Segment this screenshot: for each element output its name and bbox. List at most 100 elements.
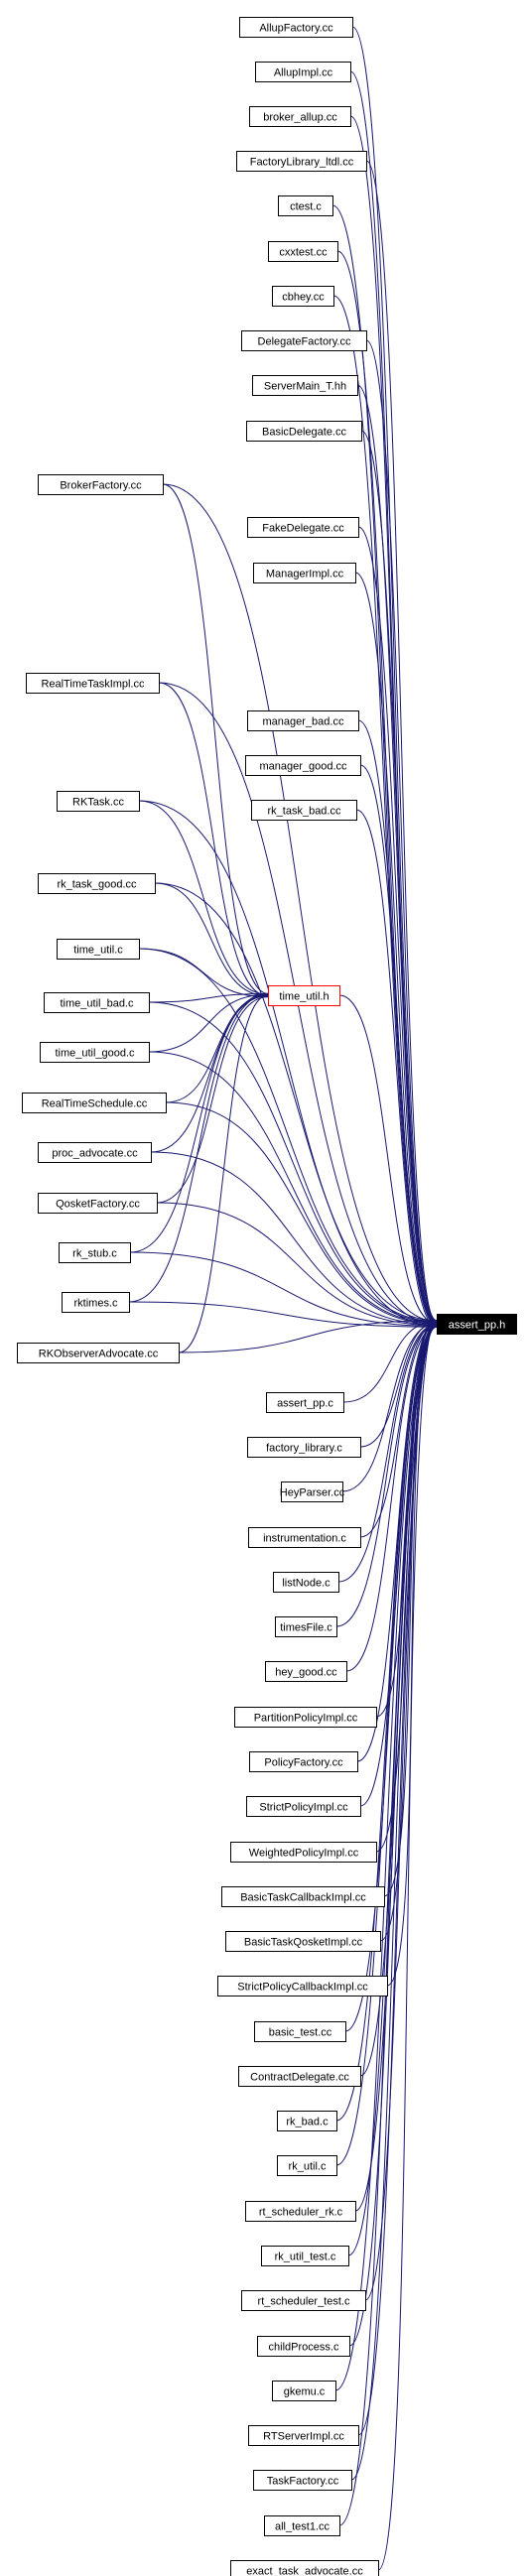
file-node-realtimeschedule-cc[interactable]: RealTimeSchedule.cc (22, 1093, 167, 1113)
file-node-qosketfactory-cc-label: QosketFactory.cc (56, 1199, 140, 1211)
file-node-managerimpl-cc[interactable]: ManagerImpl.cc (253, 563, 356, 583)
file-node-rk-task-bad-cc-box (251, 800, 357, 821)
file-node-allupimpl-cc[interactable]: AllupImpl.cc (255, 62, 351, 82)
file-node-rt-scheduler-test-c[interactable]: rt_scheduler_test.c (241, 2290, 366, 2311)
file-node-childprocess-c[interactable]: childProcess.c (257, 2336, 350, 2357)
file-node-rk-stub-c[interactable]: rk_stub.c (59, 1242, 131, 1263)
file-node-partitionpolicyimpl-cc[interactable]: PartitionPolicyImpl.cc (234, 1707, 377, 1728)
file-node-all-test1-cc[interactable]: all_test1.cc (264, 2515, 340, 2536)
file-node-listnode-c[interactable]: listNode.c (273, 1572, 339, 1593)
file-node-weightedpolicyimpl-cc[interactable]: WeightedPolicyImpl.cc (230, 1842, 377, 1863)
file-node-heyparser-cc[interactable]: HeyParser.cc (280, 1481, 345, 1502)
file-node-brokerfactory-cc-box (38, 474, 164, 495)
file-node-time-util-c[interactable]: time_util.c (57, 939, 140, 960)
file-node-time-util-bad-c-box (44, 992, 150, 1013)
file-node-basic-test-cc-label: basic_test.cc (269, 2027, 332, 2039)
time-util-h-node[interactable]: time_util.h (268, 985, 340, 1006)
file-node-factory-library-c[interactable]: factory_library.c (247, 1437, 361, 1458)
file-node-basictaskcallbackimpl-cc[interactable]: BasicTaskCallbackImpl.cc (221, 1886, 385, 1907)
file-node-contractdelegate-cc[interactable]: ContractDelegate.cc (238, 2066, 361, 2087)
file-node-rk-util-test-c[interactable]: rk_util_test.c (261, 2246, 349, 2266)
file-node-basicdelegate-cc-label: BasicDelegate.cc (262, 427, 346, 439)
file-node-rt-scheduler-rk-c[interactable]: rt_scheduler_rk.c (245, 2201, 356, 2222)
file-node-policyfactory-cc[interactable]: PolicyFactory.cc (249, 1751, 358, 1772)
file-node-factorylibrary-ltdl-cc[interactable]: FactoryLibrary_ltdl.cc (236, 151, 367, 172)
file-node-hey-good-cc[interactable]: hey_good.cc (265, 1661, 347, 1682)
file-node-factorylibrary-ltdl-cc-box (236, 151, 367, 172)
file-node-listnode-c-box (273, 1572, 339, 1593)
file-node-time-util-c-label: time_util.c (73, 945, 123, 957)
file-node-broker-allup-cc[interactable]: broker_allup.cc (249, 106, 351, 127)
file-node-rktask-cc[interactable]: RKTask.cc (57, 791, 140, 812)
file-node-realtimetaskimpl-cc[interactable]: RealTimeTaskImpl.cc (26, 673, 160, 694)
edge-to-assert-pp-h (351, 26, 438, 1322)
file-node-rk-stub-c-label: rk_stub.c (72, 1248, 117, 1260)
edge-to-time-util-h (128, 993, 269, 1303)
edge-to-assert-pp-h (348, 1323, 438, 2347)
file-node-basictaskcallbackimpl-cc-label: BasicTaskCallbackImpl.cc (240, 1892, 366, 1904)
file-node-strictpolicycallbackimpl-cc[interactable]: StrictPolicyCallbackImpl.cc (217, 1976, 388, 1996)
file-node-rk-task-good-cc-box (38, 873, 156, 894)
file-node-rtserverimpl-cc[interactable]: RTServerImpl.cc (248, 2425, 359, 2446)
file-node-cxxtest-cc[interactable]: cxxtest.cc (268, 241, 338, 262)
assert-pp-h-node[interactable]: assert_pp.h (437, 1314, 517, 1335)
file-node-strictpolicyimpl-cc-label: StrictPolicyImpl.cc (259, 1802, 348, 1814)
edge-to-assert-pp-h (365, 339, 438, 1327)
file-node-instrumentation-c[interactable]: instrumentation.c (248, 1527, 361, 1548)
file-node-basictaskqosketimpl-cc[interactable]: BasicTaskQosketImpl.cc (225, 1931, 381, 1952)
file-node-strictpolicyimpl-cc[interactable]: StrictPolicyImpl.cc (246, 1796, 361, 1817)
file-node-ctest-c-label: ctest.c (290, 201, 322, 213)
assert-pp-h-node-box (437, 1314, 517, 1335)
file-node-proc-advocate-cc[interactable]: proc_advocate.cc (38, 1142, 152, 1163)
file-node-proc-advocate-cc-box (38, 1142, 152, 1163)
file-node-exact-task-advocate-cc[interactable]: exact_task_advocate.cc (230, 2560, 379, 2576)
file-node-policyfactory-cc-box (249, 1751, 358, 1772)
file-node-rk-task-bad-cc[interactable]: rk_task_bad.cc (251, 800, 357, 821)
edge-to-assert-pp-h (178, 1320, 438, 1353)
edge-to-time-util-h (162, 483, 269, 994)
file-node-rk-task-good-cc[interactable]: rk_task_good.cc (38, 873, 156, 894)
file-node-manager-bad-cc[interactable]: manager_bad.cc (247, 710, 359, 731)
edge-to-assert-pp-h (156, 1202, 438, 1327)
file-node-rk-bad-c[interactable]: rk_bad.c (277, 2111, 337, 2131)
edge-to-assert-pp-h (165, 1101, 438, 1325)
file-node-rktimes-c[interactable]: rktimes.c (62, 1292, 130, 1313)
file-node-basicdelegate-cc[interactable]: BasicDelegate.cc (246, 421, 362, 442)
file-node-time-util-good-c[interactable]: time_util_good.c (40, 1042, 150, 1063)
file-node-rkobserveradvocate-cc[interactable]: RKObserverAdvocate.cc (17, 1343, 180, 1363)
file-node-taskfactory-cc-label: TaskFactory.cc (267, 2476, 339, 2488)
file-node-basictaskqosketimpl-cc-label: BasicTaskQosketImpl.cc (244, 1937, 363, 1949)
file-node-rk-task-good-cc-label: rk_task_good.cc (57, 879, 137, 891)
file-node-rk-bad-c-box (277, 2111, 337, 2131)
edge-to-assert-pp-h (150, 1151, 438, 1326)
file-node-factorylibrary-ltdl-cc-label: FactoryLibrary_ltdl.cc (250, 157, 354, 169)
file-node-qosketfactory-cc[interactable]: QosketFactory.cc (38, 1193, 158, 1214)
edge-to-assert-pp-h (338, 1326, 438, 2526)
file-node-basic-test-cc[interactable]: basic_test.cc (254, 2021, 346, 2042)
file-node-time-util-bad-c[interactable]: time_util_bad.c (44, 992, 150, 1013)
file-node-contractdelegate-cc-label: ContractDelegate.cc (250, 2072, 349, 2084)
file-node-rk-util-c[interactable]: rk_util.c (277, 2155, 337, 2176)
edge-to-assert-pp-h (138, 800, 438, 1327)
edge-to-assert-pp-h (355, 809, 438, 1328)
file-node-assert-pp-c-box (266, 1392, 344, 1413)
file-node-manager-good-cc[interactable]: manager_good.cc (245, 755, 361, 776)
file-node-heyparser-cc-label: HeyParser.cc (280, 1487, 345, 1499)
file-node-fakedelegate-cc[interactable]: FakeDelegate.cc (247, 517, 359, 538)
file-node-ctest-c[interactable]: ctest.c (278, 195, 333, 216)
file-node-childprocess-c-box (257, 2336, 350, 2357)
file-node-realtimetaskimpl-cc-box (26, 673, 160, 694)
file-node-cbhey-cc[interactable]: cbhey.cc (272, 286, 334, 307)
file-node-delegatefactory-cc[interactable]: DelegateFactory.cc (241, 330, 367, 351)
file-node-gkemu-c[interactable]: gkemu.c (272, 2381, 336, 2401)
file-node-cbhey-cc-box (272, 286, 334, 307)
file-node-timesfile-c[interactable]: timesFile.c (275, 1616, 337, 1637)
file-node-servermain-t-hh[interactable]: ServerMain_T.hh (252, 375, 358, 396)
file-node-manager-good-cc-box (245, 755, 361, 776)
file-node-assert-pp-c[interactable]: assert_pp.c (266, 1392, 344, 1413)
file-node-allupfactory-cc[interactable]: AllupFactory.cc (239, 17, 353, 38)
file-node-time-util-bad-c-label: time_util_bad.c (61, 998, 134, 1010)
file-node-taskfactory-cc[interactable]: TaskFactory.cc (253, 2470, 352, 2491)
file-node-brokerfactory-cc[interactable]: BrokerFactory.cc (38, 474, 164, 495)
